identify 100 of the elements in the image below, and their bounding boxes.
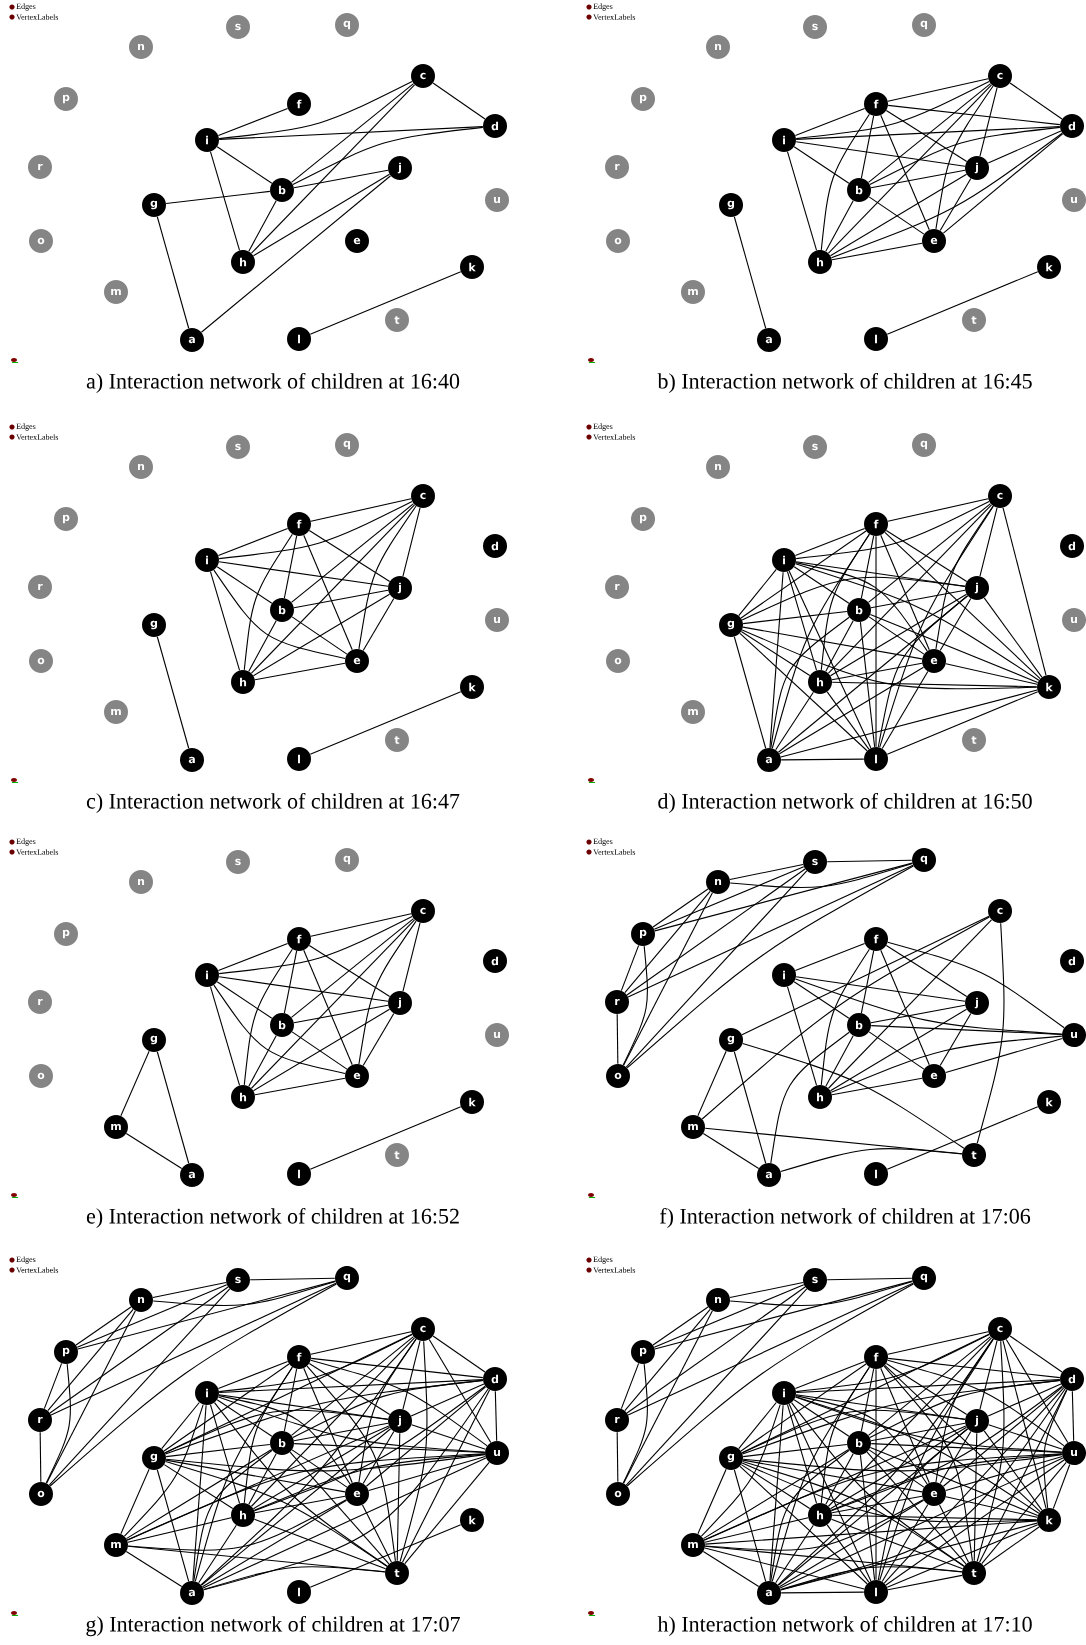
edge-line [886,1524,1039,1588]
edge-line [627,1282,914,1416]
edge-line [778,1499,925,1588]
edge-line [410,1383,485,1417]
edge-line [362,1012,395,1067]
edge-line [860,1368,875,1432]
edge-line [126,1453,486,1541]
edge-line [780,1591,865,1594]
edge-line [729,1281,913,1307]
vertex: n [706,1288,730,1312]
edge-line [887,1357,1061,1379]
edge-line [870,1004,966,1024]
edge-line [156,216,190,329]
edge-line [1002,1340,1047,1509]
vertex: e [922,229,946,253]
edge-line [254,1077,346,1096]
edge-line [293,169,389,189]
legend-label: VertexLabels [593,434,636,440]
edge-line [494,1390,498,1442]
edge-line [794,107,866,137]
inactive-vertex: t [385,308,409,332]
edge-line [875,1368,877,1581]
inactive-vertex: r [28,575,52,599]
edge-line [825,200,854,252]
edge-line [870,1422,966,1442]
edge-line [626,1283,914,1487]
edge-line [164,1379,484,1455]
edge-line [152,1281,227,1299]
inactive-vertex: t [385,728,409,752]
vertex: k [1037,1508,1061,1532]
vertex: i [772,548,796,572]
edge-line [775,691,814,751]
edge-line [885,945,968,998]
edge-line [859,1454,876,1581]
inactive-vertex: s [803,15,827,39]
edge-line [217,1360,289,1390]
edge-line [156,1051,190,1164]
vertex: h [231,1503,255,1527]
edge-line [625,1288,808,1486]
vertex: t [962,1561,986,1585]
edge-line [50,1282,337,1416]
vertex: r [28,1408,52,1432]
edge-line [795,80,990,140]
edge-line [942,133,1064,234]
vertex: r [605,990,629,1014]
inactive-vertex: p [54,922,78,946]
edge-line [700,1404,781,1537]
edge-line [200,175,392,333]
edge-line [868,1449,925,1488]
vertex: b [270,178,294,202]
vertex: k [1037,255,1061,279]
edge-line [620,1362,640,1410]
edge-line [252,173,391,257]
vertex: b [847,598,871,622]
edge-line [884,531,1041,680]
edge-line [623,1310,713,1484]
edge-line [780,1522,1038,1591]
caption: h) Interaction network of children at 17:10 [657,1615,1032,1637]
vertex: l [287,747,311,771]
edge-line [795,1396,1040,1514]
edge-line [793,1399,850,1437]
vertex: p [631,922,655,946]
edge-line [163,1363,290,1452]
edge-line [253,1385,486,1512]
edge-line [156,636,190,749]
edge-line [201,1499,348,1588]
edge-line [795,562,928,652]
edge-line [622,945,648,1066]
edge-line [303,534,353,651]
edge-line [887,104,1061,126]
edge-line [303,949,353,1066]
legend-label: VertexLabels [593,1267,636,1273]
edge-line [867,1336,992,1436]
edge-line [973,1432,978,1562]
edge-line [702,1551,760,1588]
vertex: b [847,178,871,202]
legend-label: Edges [593,3,613,11]
edge-line [218,500,413,560]
edge-line [831,242,923,261]
vertex: e [922,649,946,673]
inactive-vertex: t [962,308,986,332]
vertex: c [988,64,1012,88]
edge-line [870,169,966,189]
edge-line [790,1402,965,1567]
vertex: b [270,598,294,622]
edge-line [795,126,1061,140]
edge-line [49,1286,229,1414]
edge-line [830,1035,1063,1093]
vertex: n [129,1288,153,1312]
edge-line [76,1284,228,1348]
legend-label: VertexLabels [16,849,59,855]
vertex: g [719,193,743,217]
vertex: f [864,92,888,116]
edge-line [152,1281,336,1307]
edge-line [826,1277,913,1281]
edge-line [877,595,969,748]
edge-line [935,1338,994,1483]
edge-line [1052,1463,1071,1510]
edge-line [250,919,416,1089]
vertex: c [411,484,435,508]
